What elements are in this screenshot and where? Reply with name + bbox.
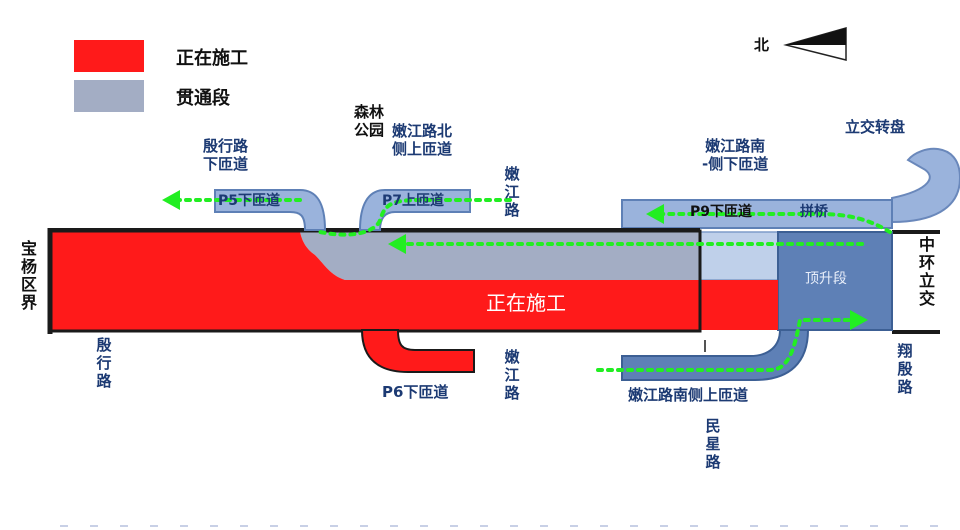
- label-p9: P9下匝道: [690, 204, 753, 220]
- p6-ramp: [360, 329, 475, 373]
- interchange-ramp: [891, 147, 960, 224]
- label-nen-south-up: 嫩江路南侧上匝道: [628, 386, 749, 404]
- north-label: 北: [754, 36, 770, 54]
- label-yin-ramp: 殷行路 下匝道: [203, 137, 249, 173]
- legend-label-construction: 正在施工: [176, 48, 248, 69]
- label-xiang-yin: 翔 殷 路: [897, 342, 913, 396]
- p9-ramp: [621, 199, 893, 229]
- label-nen-road-bottom: 嫩 江 路: [504, 348, 520, 402]
- detour-path-p9: [660, 212, 892, 234]
- detour-path-p7: [318, 198, 512, 237]
- legend-swatch-construction: [74, 40, 144, 72]
- nen-south-up-ramp: [621, 329, 810, 381]
- label-nen-south-down: 嫩江路南 -侧下匝道: [702, 137, 769, 173]
- detour-path-south: [596, 318, 852, 372]
- label-min-xing: 民 星 路: [705, 417, 721, 471]
- label-zhong-huan: 中 环 立 交: [918, 235, 935, 308]
- arrowhead-main: [388, 234, 406, 254]
- through-section: [300, 232, 700, 280]
- detour-arrowheads: [162, 190, 868, 330]
- label-nen-north: 嫩江路北 侧上匝道: [392, 122, 453, 158]
- north-arrow-dark-half: [786, 28, 846, 45]
- label-yin-road: 殷 行 路: [96, 336, 112, 390]
- arrowhead-south: [850, 310, 868, 330]
- label-p6: P6下匝道: [382, 383, 449, 401]
- label-sen-lin: 森林 公园: [354, 103, 385, 139]
- arrowhead-p5: [162, 190, 180, 210]
- label-ding-sheng: 顶升段: [805, 271, 847, 287]
- label-p5: P5下匝道: [218, 193, 281, 209]
- detour-arrows: [176, 198, 892, 372]
- label-p7: P7上匝道: [382, 193, 445, 209]
- legend-swatch-through: [74, 80, 144, 112]
- arrowhead-p9: [646, 204, 664, 224]
- label-bao-yang: 宝 杨 区 界: [20, 239, 37, 312]
- label-nen-road-top: 嫩 江 路: [504, 165, 520, 219]
- mid-block: [699, 231, 779, 281]
- label-pin-qiao: 拼桥: [800, 204, 828, 220]
- construction-section: [52, 232, 778, 330]
- label-center: 正在施工: [486, 291, 566, 315]
- label-li-jiao: 立交转盘: [845, 118, 906, 136]
- legend-label-through: 贯通段: [176, 88, 230, 109]
